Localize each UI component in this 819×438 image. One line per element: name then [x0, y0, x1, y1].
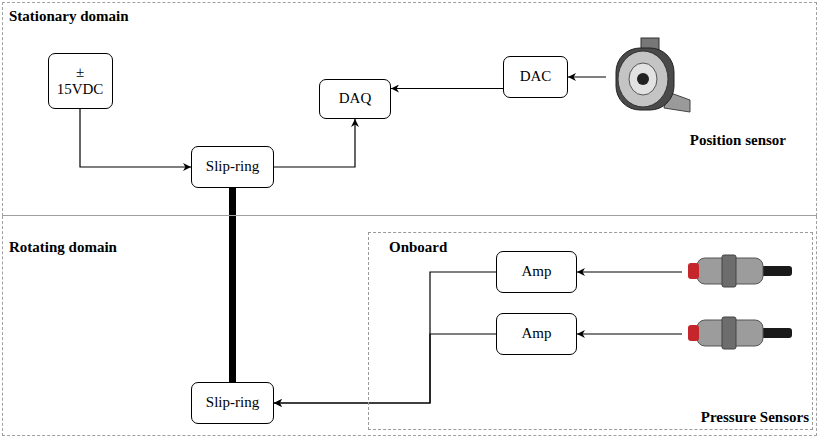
signal-arrow — [274, 272, 496, 403]
node-label: Amp — [522, 263, 552, 280]
pressure-sensors: Pressure Sensors — [682, 246, 809, 426]
position-sensor: Position sensor — [606, 36, 786, 149]
node-label: Amp — [522, 325, 552, 342]
domain-region: Rotating domainSlip-ringOnboardAmpAmpPre… — [2, 216, 817, 436]
sensor-nut — [722, 317, 736, 349]
node-label: Slip-ring — [206, 158, 259, 175]
slip-ring-box: Slip-ring — [191, 382, 274, 424]
shaft-link — [229, 188, 236, 382]
power-supply-box: ±15VDC — [48, 53, 113, 109]
encoder-ring — [629, 63, 657, 95]
pressure-sensor-picture — [688, 317, 792, 349]
signal-arrow — [391, 88, 503, 89]
signal-arrow — [274, 334, 496, 403]
signal-arrow — [80, 109, 191, 167]
sensor-cable — [760, 266, 792, 276]
node-label: Slip-ring — [206, 394, 259, 411]
encoder-body — [616, 48, 674, 110]
signal-arrow — [568, 76, 606, 77]
encoder-picture — [616, 38, 690, 112]
node-label: Pressure Sensors — [701, 409, 809, 426]
region-heading: Onboard — [389, 239, 447, 256]
amp-box: Amp — [496, 251, 577, 293]
node-label: ± — [76, 64, 84, 81]
slip-ring-box: Slip-ring — [191, 146, 274, 188]
node-label: DAQ — [339, 90, 372, 107]
region-heading: Stationary domain — [9, 8, 129, 25]
region-heading: Rotating domain — [9, 239, 117, 256]
sensor-cable — [760, 328, 792, 338]
node-label: Position sensor — [690, 132, 786, 149]
amp-box: Amp — [496, 313, 577, 355]
domain-region: Stationary domain ±15VDC Slip-ring DAQ DAC Po… — [2, 2, 817, 216]
node-label: 15VDC — [57, 81, 104, 98]
sensor-tip — [688, 325, 699, 341]
dac-box: DAC — [503, 56, 568, 98]
signal-arrow — [274, 119, 355, 167]
daq-box: DAQ — [319, 79, 391, 119]
signal-arrow — [577, 333, 682, 334]
signal-arrow — [577, 271, 682, 272]
sensor-tip — [688, 263, 699, 279]
encoder-shaft — [637, 73, 649, 85]
sensor-nut — [722, 255, 736, 287]
encoder-face — [618, 51, 668, 107]
node-label: DAC — [520, 68, 552, 85]
onboard-group: OnboardAmpAmpPressure Sensors — [368, 232, 813, 430]
pressure-sensor-picture — [688, 255, 792, 287]
